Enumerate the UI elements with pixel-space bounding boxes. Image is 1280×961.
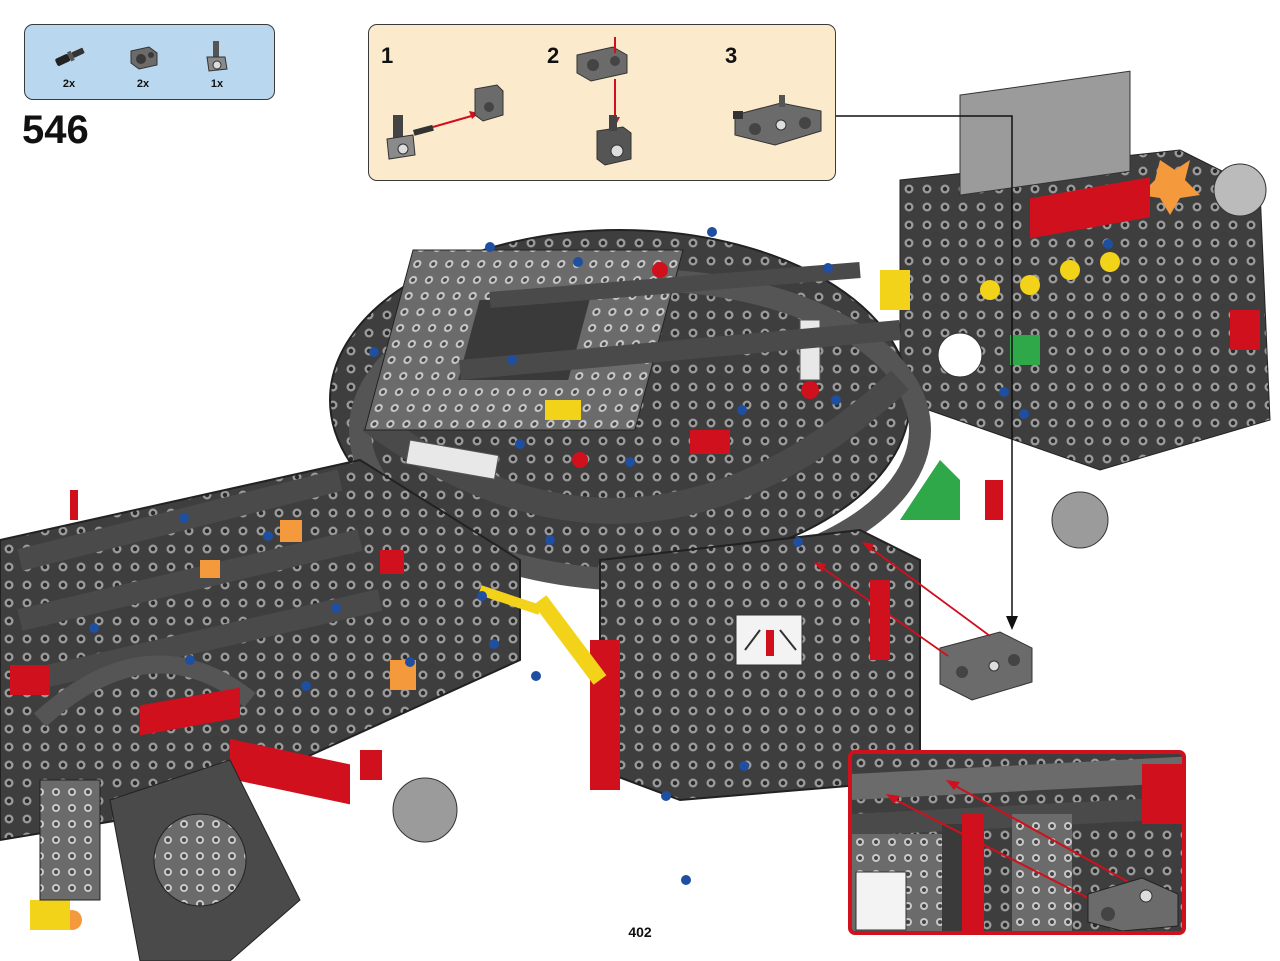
sub-step-3-illustration <box>733 95 822 146</box>
pin-connector-icon <box>130 46 158 70</box>
part-pin-connector: 2x <box>113 35 173 95</box>
part-axle-pin: 2x <box>39 35 99 95</box>
sub-step-2-illustration <box>576 37 632 166</box>
turntable <box>329 229 931 591</box>
assembly-pointer-line <box>836 115 1018 630</box>
connector-part-placement <box>814 542 1033 701</box>
sub-step-1-illustration <box>386 84 504 160</box>
engine-section <box>880 70 1271 471</box>
sub-step-number: 2 <box>547 43 560 68</box>
part-axle-connector: 1x <box>187 35 247 95</box>
part-quantity: 2x <box>62 78 76 90</box>
axle-connector-icon <box>206 41 228 72</box>
axle-pin-icon <box>55 47 85 66</box>
step-number: 546 <box>22 108 89 152</box>
sub-step-number: 1 <box>381 43 394 68</box>
central-column <box>478 460 1109 802</box>
zoom-detail-illustration <box>852 754 1182 931</box>
sub-assembly-box: 1 2 3 <box>368 24 836 181</box>
parts-list-box: 2x 2x 1x <box>24 24 275 100</box>
part-quantity: 2x <box>136 78 150 90</box>
zoom-detail-callout <box>848 750 1186 935</box>
front-frame <box>0 458 521 961</box>
blue-pins <box>89 227 1113 885</box>
page-number: 402 <box>628 924 652 940</box>
part-quantity: 1x <box>210 78 224 90</box>
sub-step-number: 3 <box>725 43 738 68</box>
